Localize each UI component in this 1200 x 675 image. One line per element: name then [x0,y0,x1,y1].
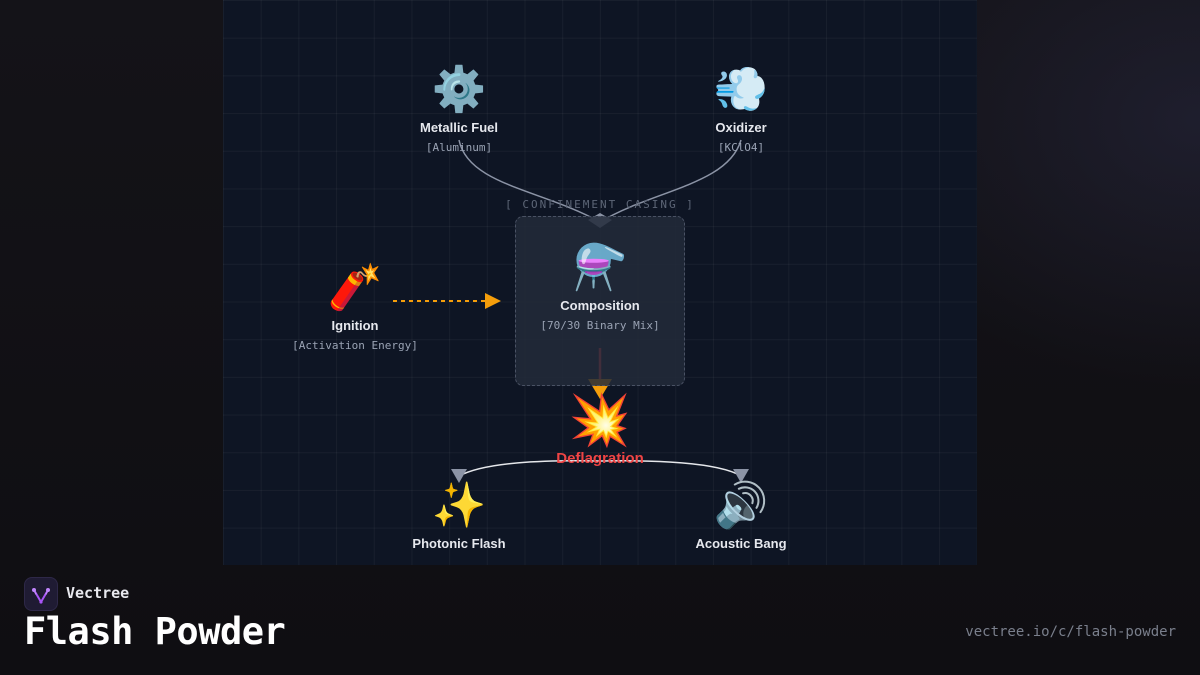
node-label: Metallic Fuel [419,120,499,135]
node-label: Photonic Flash [412,536,506,551]
wind-icon: 💨 [713,64,769,115]
deflagration-to-flash-link [458,460,601,477]
node-label: Composition [560,298,640,313]
firecracker-icon: 🧨 [327,262,383,313]
bang-arrowhead [733,469,749,483]
flash-arrowhead [451,469,467,483]
node-oxidizer[interactable]: 💨 Oxidizer [KClO4] [714,64,769,154]
gear-icon: ⚙️ [431,64,487,115]
node-label: Ignition [331,318,379,333]
vectree-logo-icon[interactable] [24,577,58,611]
brand-name[interactable]: Vectree [66,584,130,602]
node-metallic-fuel[interactable]: ⚙️ Metallic Fuel [Aluminum] [420,64,498,154]
explosion-icon: 💥 [568,391,632,449]
diagram-canvas: [ CONFINEMENT CASING ] ⚙️ Metallic Fuel … [223,0,977,565]
ignition-arrowhead [485,293,501,309]
page-title: Flash Powder [24,610,286,653]
node-sublabel: [Activation Energy] [292,339,418,352]
flask-icon: ⚗️ [572,242,628,293]
oxidizer-to-composition-link [599,139,742,223]
node-sublabel: [Aluminum] [425,141,493,154]
node-ignition[interactable]: 🧨 Ignition [Activation Energy] [292,262,418,352]
node-label: Oxidizer [715,120,767,135]
sparkles-icon: ✨ [431,480,487,531]
speaker-icon: 🔊 [713,480,769,531]
deflagration-to-bang-link [599,460,742,477]
fuel-to-composition-link [458,139,601,223]
node-label: Deflagration [556,450,644,467]
page-url[interactable]: vectree.io/c/flash-powder [965,624,1176,640]
confinement-casing-label: [ CONFINEMENT CASING ] [505,198,695,211]
node-label: Acoustic Bang [695,536,787,551]
node-deflagration[interactable]: 💥 Deflagration [556,392,644,467]
node-photonic-flash[interactable]: ✨ Photonic Flash [412,480,505,551]
confinement-casing[interactable] [515,216,685,386]
node-acoustic-bang[interactable]: 🔊 Acoustic Bang [695,480,786,551]
node-composition[interactable]: ⚗️ Composition [70/30 Binary Mix] [540,242,659,332]
node-sublabel: [KClO4] [717,141,765,154]
node-sublabel: [70/30 Binary Mix] [540,319,660,332]
